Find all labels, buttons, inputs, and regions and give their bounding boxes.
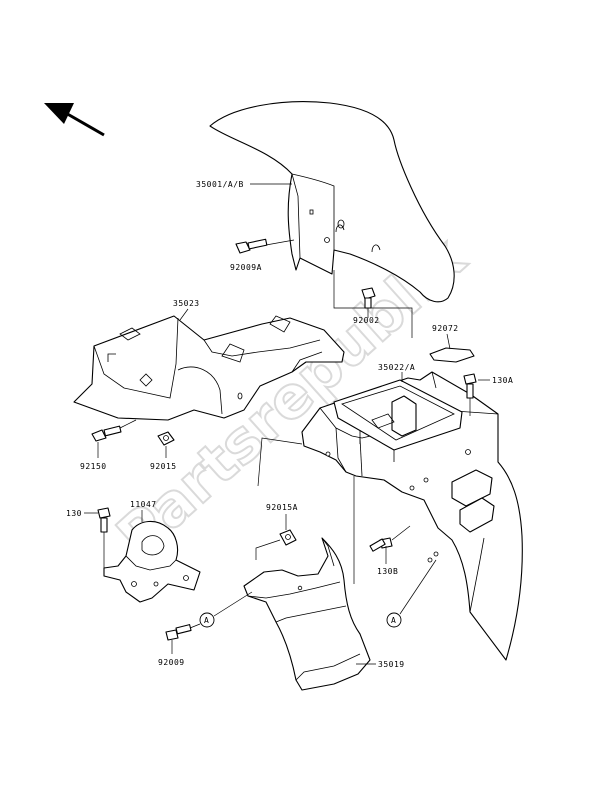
callout-a-left: A [199, 591, 253, 628]
label-35023: 35023 [173, 299, 200, 321]
svg-text:A: A [391, 616, 396, 625]
svg-text:35023: 35023 [173, 299, 200, 308]
label-130a: 130A [492, 376, 513, 385]
label-35001: 35001/A/B [196, 180, 292, 189]
front-fender [209, 101, 455, 303]
undertray [73, 315, 345, 421]
bolt-130a [463, 373, 490, 416]
label-92002: 92002 [353, 316, 380, 325]
bolt-92009 [165, 623, 201, 654]
bolt-130 [97, 507, 111, 568]
label-130b: 130B [377, 567, 398, 576]
svg-text:35022/A: 35022/A [378, 363, 415, 372]
label-11047: 11047 [130, 500, 157, 509]
label-35022a: 35022/A [378, 363, 415, 382]
svg-text:35001/A/B: 35001/A/B [196, 180, 244, 189]
mud-flap [243, 537, 376, 691]
svg-text:130: 130 [66, 509, 82, 518]
bracket [103, 510, 201, 603]
rear-fender [301, 371, 523, 661]
nut-92015 [157, 431, 175, 458]
label-92072: 92072 [432, 324, 459, 333]
label-35019: 35019 [378, 660, 405, 669]
band-92072 [429, 333, 475, 363]
bolt-92009a [235, 238, 295, 254]
label-92015: 92015 [150, 462, 177, 471]
leader-undertray-fender [257, 437, 303, 487]
label-130: 130 [66, 509, 98, 518]
label-92150: 92150 [80, 462, 107, 471]
label-92009: 92009 [158, 658, 185, 667]
bolt-130b [369, 525, 411, 564]
label-92009a: 92009A [230, 263, 262, 272]
label-92015a: 92015A [266, 503, 298, 512]
front-arrow-icon [44, 103, 105, 137]
callout-a-right: A [386, 559, 437, 628]
leader-92002 [333, 270, 413, 338]
nut-92015a [255, 514, 297, 560]
bolt-92150 [91, 419, 137, 458]
svg-text:A: A [204, 616, 209, 625]
